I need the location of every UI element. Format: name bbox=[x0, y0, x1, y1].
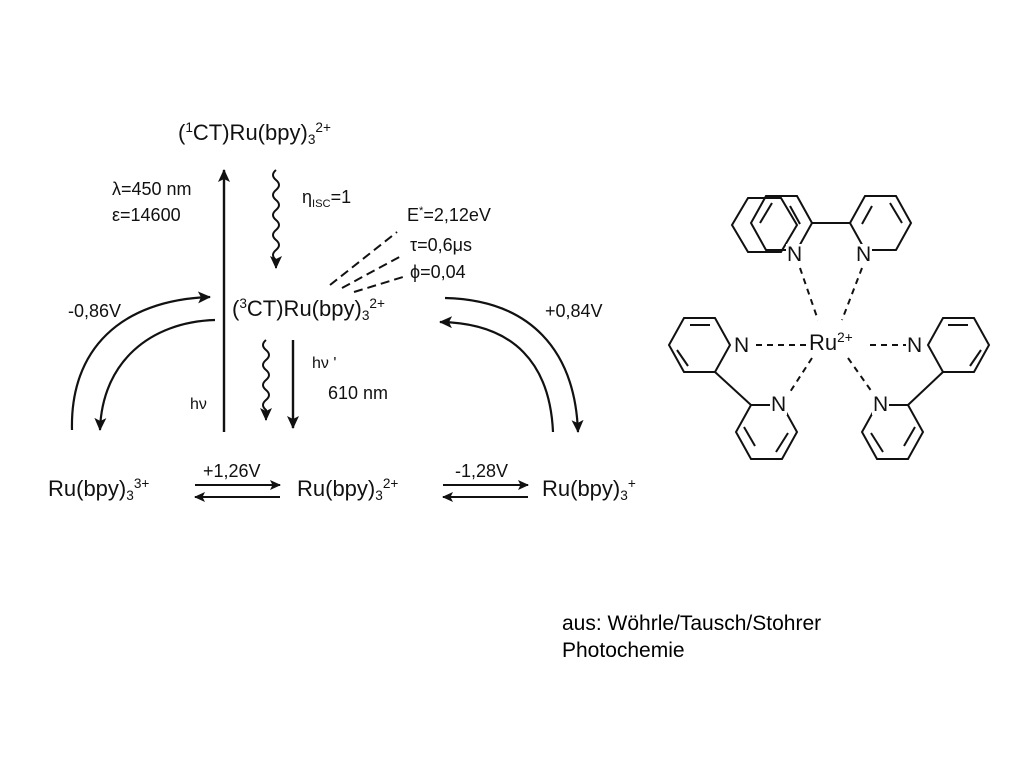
dash-line-phi bbox=[353, 276, 404, 293]
dash-line-tau bbox=[341, 254, 404, 289]
nitrogen-atom-bottom-right: N bbox=[872, 393, 890, 416]
lambda-label: λ=450 nm bbox=[112, 179, 192, 199]
singlet-ct-state: (1CT)Ru(bpy)32+ bbox=[178, 119, 331, 148]
energy-label: E*=2,12eV bbox=[407, 205, 491, 225]
potential-red-label: -1,28V bbox=[455, 461, 509, 481]
left-inner-curve-arrow bbox=[94, 318, 216, 431]
nitrogen-atom-right: N bbox=[906, 334, 924, 357]
right-inner-curve-arrow bbox=[439, 316, 555, 433]
potential-ox-label: +1,26V bbox=[203, 461, 261, 481]
nitrogen-atom-top-left: N bbox=[786, 243, 804, 266]
oxidized-species: Ru(bpy)33+ bbox=[48, 475, 150, 504]
nitrogen-atom-top-right: N bbox=[855, 243, 873, 266]
reduced-species: Ru(bpy)3+ bbox=[542, 475, 636, 504]
credit-line-title: Photochemie bbox=[562, 639, 685, 662]
nonradiative-wavy-arrow bbox=[260, 339, 272, 421]
potential-left-label: -0,86V bbox=[68, 301, 122, 321]
ruthenium-center: Ru2+ bbox=[808, 329, 854, 355]
left-outer-curve-arrow bbox=[70, 291, 211, 431]
hv-emission-label: hν ' bbox=[312, 355, 337, 372]
hv-absorption-label: hν bbox=[190, 396, 207, 413]
nitrogen-atom-left: N bbox=[733, 334, 751, 357]
potential-right-label: +0,84V bbox=[545, 301, 603, 321]
nitrogen-atom-bottom-left: N bbox=[770, 393, 788, 416]
right-outer-curve-arrow bbox=[444, 296, 584, 433]
tau-label: τ=0,6μs bbox=[410, 235, 473, 255]
epsilon-label: ε=14600 bbox=[112, 205, 181, 225]
eta-isc-label: ηISC=1 bbox=[302, 187, 352, 210]
source-credit: aus: Wöhrle/Tausch/Stohrer Photochemie bbox=[562, 610, 821, 664]
ruthenium-complex-structure bbox=[667, 195, 991, 460]
isc-wavy-arrow bbox=[270, 169, 282, 269]
credit-line-authors: aus: Wöhrle/Tausch/Stohrer bbox=[562, 612, 822, 635]
emission-wavelength-label: 610 nm bbox=[328, 383, 389, 403]
dash-line-energy bbox=[329, 231, 398, 286]
phi-label: ϕ=0,04 bbox=[410, 262, 466, 282]
triplet-ct-state: (3CT)Ru(bpy)32+ bbox=[232, 295, 385, 324]
ground-state-species: Ru(bpy)32+ bbox=[297, 475, 399, 504]
